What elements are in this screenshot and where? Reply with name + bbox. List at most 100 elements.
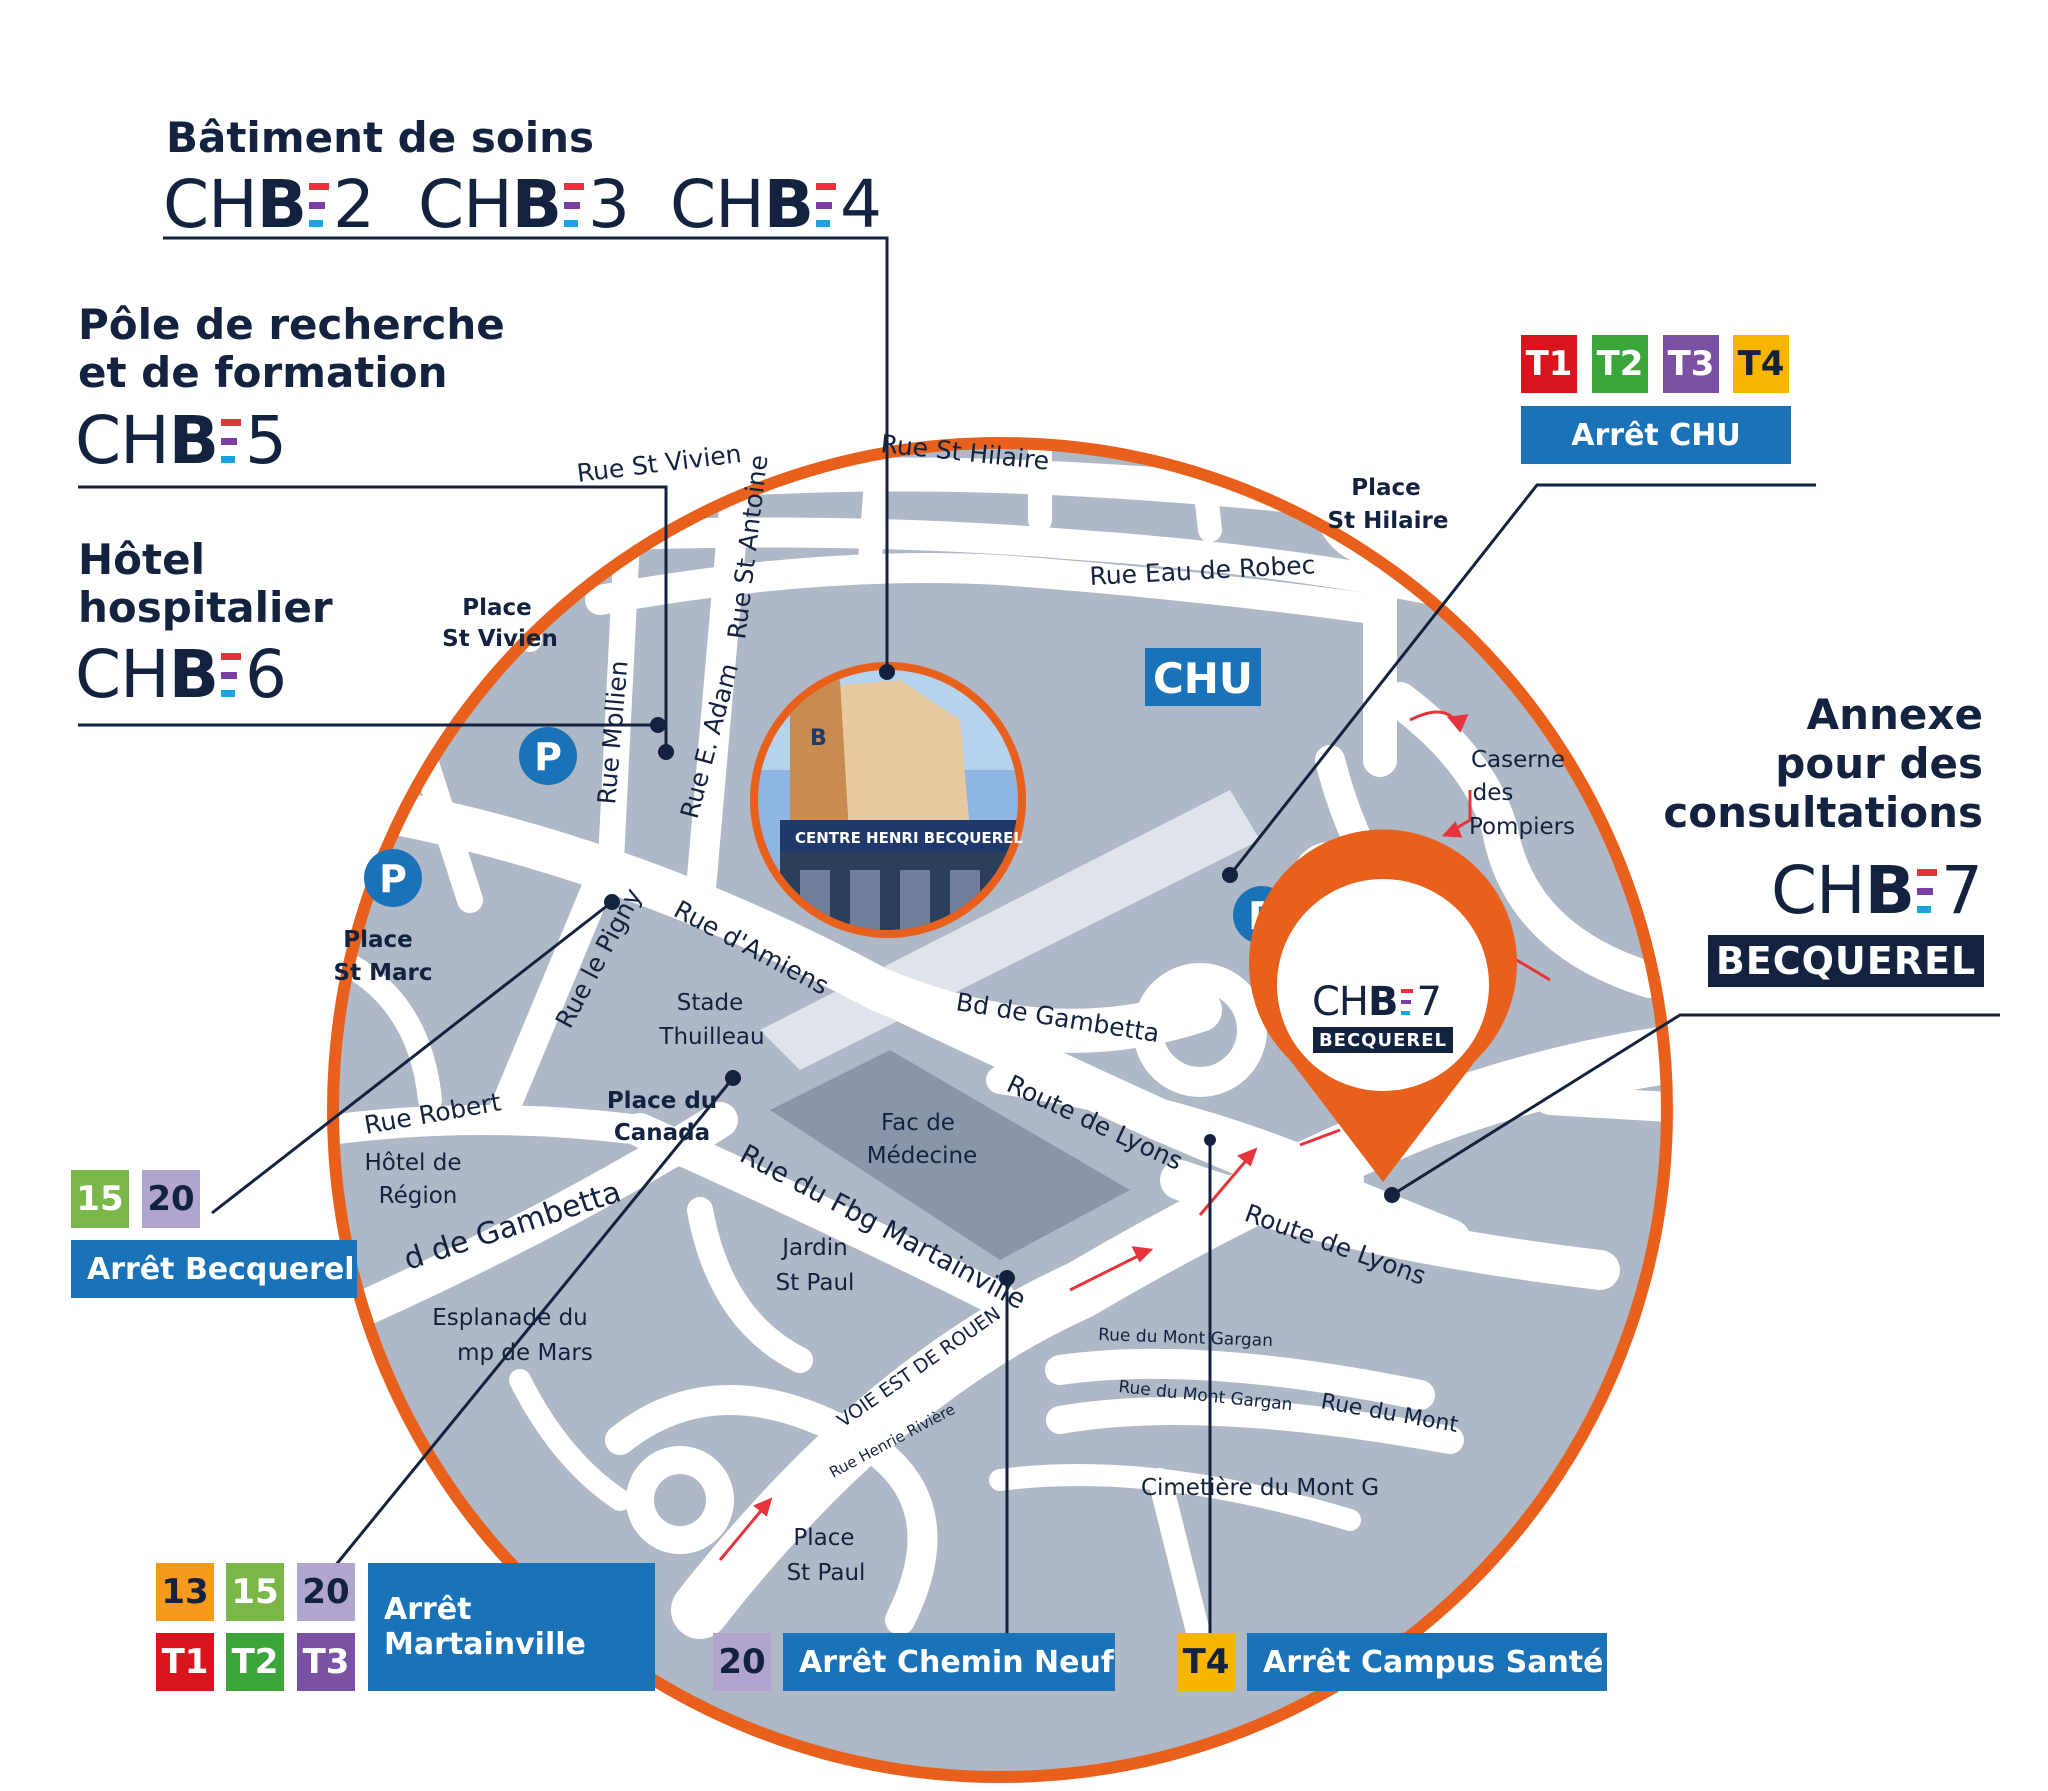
pin-becquerel-tag: BECQUEREL bbox=[1313, 1027, 1453, 1053]
soins-title: Bâtiment de soins bbox=[166, 113, 594, 162]
hotel-region-1: Hôtel de bbox=[365, 1150, 462, 1176]
brand-bars-icon bbox=[564, 183, 585, 227]
brand-bars-icon bbox=[1400, 989, 1413, 1015]
brand-prefix: CH bbox=[1312, 979, 1369, 1025]
brand-number: 7 bbox=[1941, 852, 1983, 929]
fac-medecine-1: Fac de bbox=[881, 1110, 955, 1136]
bus-badge-15: 15 bbox=[71, 1170, 129, 1228]
tram-badge-t2: T2 bbox=[1592, 335, 1648, 393]
stop-arret-martainville-line2: Martainville bbox=[384, 1627, 586, 1662]
brand-prefix: CH bbox=[75, 402, 170, 479]
parking-icon: P bbox=[364, 849, 422, 907]
bus-badge-20: 20 bbox=[297, 1563, 355, 1621]
photo-logo-text: B bbox=[810, 726, 827, 751]
tram-badge-t4: T4 bbox=[1733, 335, 1789, 393]
stop-arret-campus-sante: Arrêt Campus Santé bbox=[1247, 1633, 1607, 1691]
brand-prefix: CH bbox=[1770, 852, 1866, 929]
recherche-title-2: et de formation bbox=[78, 348, 448, 397]
brand-b: B bbox=[511, 166, 563, 243]
caserne-2: des bbox=[1473, 780, 1514, 806]
brand-prefix: CH bbox=[670, 166, 765, 243]
brand-bars-icon bbox=[221, 653, 242, 697]
brand-number: 5 bbox=[245, 402, 288, 479]
stop-arret-chemin-neuf: Arrêt Chemin Neuf bbox=[783, 1633, 1115, 1691]
fac-medecine-block bbox=[770, 1050, 1130, 1260]
brand-number: 2 bbox=[333, 166, 376, 243]
brand-b: B bbox=[763, 166, 815, 243]
cimetiere-label: Cimetière du Mont G bbox=[1141, 1475, 1379, 1501]
esplanade-2: mp de Mars bbox=[457, 1340, 593, 1366]
jardin-st-paul-2: St Paul bbox=[776, 1270, 855, 1296]
becquerel-tag: BECQUEREL bbox=[1708, 935, 1984, 987]
place-st-paul-2: St Paul bbox=[787, 1560, 866, 1586]
brand-number: 6 bbox=[245, 636, 288, 713]
leader-dots bbox=[604, 664, 1400, 1286]
chu-label: CHU bbox=[1153, 654, 1253, 703]
brand-number: 7 bbox=[1416, 979, 1442, 1025]
brand-prefix: CH bbox=[418, 166, 513, 243]
stade-1: Stade bbox=[677, 990, 743, 1016]
brand-b: B bbox=[168, 636, 220, 713]
brand-number: 3 bbox=[588, 166, 631, 243]
stade-2: Thuilleau bbox=[658, 1024, 764, 1050]
brand-bars-icon bbox=[221, 419, 242, 463]
brand-bars-icon bbox=[1917, 869, 1937, 913]
brand-bars-icon bbox=[816, 183, 837, 227]
bus-badge-15: 15 bbox=[226, 1563, 284, 1621]
stop-arret-martainville-line1: Arrêt bbox=[384, 1592, 472, 1627]
photo-sign-text: CENTRE HENRI BECQUEREL bbox=[795, 829, 1023, 847]
esplanade-1: Esplanade du bbox=[432, 1305, 588, 1331]
bus-badge-13: 13 bbox=[156, 1563, 214, 1621]
bus-badge-20: 20 bbox=[713, 1633, 771, 1691]
bus-badge-20: 20 bbox=[142, 1170, 200, 1228]
tram-badge-t2: T2 bbox=[226, 1633, 284, 1691]
street-rue-st-vivien: Rue St Vivien bbox=[575, 439, 743, 488]
brand-b: B bbox=[168, 402, 220, 479]
leader-lines bbox=[78, 236, 2000, 1642]
hotel-region-2: Région bbox=[379, 1183, 458, 1209]
place-st-hilaire-2: St Hilaire bbox=[1328, 508, 1449, 534]
brand-b: B bbox=[1864, 852, 1915, 929]
recherche-title-1: Pôle de recherche bbox=[78, 300, 505, 349]
tram-badge-t3: T3 bbox=[1663, 335, 1719, 393]
place-du-canada-1: Place du bbox=[607, 1088, 717, 1114]
map-ring bbox=[327, 437, 1673, 1783]
jardin-st-paul-1: Jardin bbox=[780, 1235, 848, 1261]
annexe-title-3: consultations bbox=[1663, 788, 1983, 837]
svg-text:P: P bbox=[379, 857, 407, 901]
caserne-3: Pompiers bbox=[1469, 814, 1575, 840]
annexe-title-2: pour des bbox=[1775, 739, 1983, 788]
brand-b: B bbox=[256, 166, 308, 243]
brand-bars-icon bbox=[309, 183, 330, 227]
brand-b: B bbox=[1368, 979, 1399, 1025]
stop-arret-becquerel: Arrêt Becquerel bbox=[71, 1240, 357, 1298]
stop-arret-martainville: Arrêt Martainville bbox=[368, 1563, 655, 1691]
place-st-hilaire-1: Place bbox=[1351, 475, 1421, 501]
chu-label-bg bbox=[1145, 648, 1261, 706]
place-st-marc-1: Place bbox=[343, 927, 413, 953]
brand-prefix: CH bbox=[75, 636, 170, 713]
caserne-1: Caserne bbox=[1471, 747, 1565, 773]
place-st-paul-1: Place bbox=[793, 1525, 854, 1551]
hotel-title-2: hospitalier bbox=[78, 583, 333, 632]
hotel-title-1: Hôtel bbox=[78, 535, 205, 584]
stop-arret-chu: Arrêt CHU bbox=[1521, 406, 1791, 464]
tram-badge-t1: T1 bbox=[1521, 335, 1577, 393]
fac-medecine-2: Médecine bbox=[867, 1143, 978, 1169]
annexe-title-1: Annexe bbox=[1806, 690, 1983, 739]
svg-text:P: P bbox=[534, 735, 562, 779]
brand-prefix: CH bbox=[163, 166, 258, 243]
place-st-vivien-2: St Vivien bbox=[442, 626, 558, 652]
tram-badge-t3: T3 bbox=[297, 1633, 355, 1691]
place-st-vivien-1: Place bbox=[462, 595, 532, 621]
place-st-marc-2: St Marc bbox=[334, 960, 433, 986]
place-labels: Place St Vivien Place St Hilaire Place S… bbox=[334, 475, 1576, 1586]
